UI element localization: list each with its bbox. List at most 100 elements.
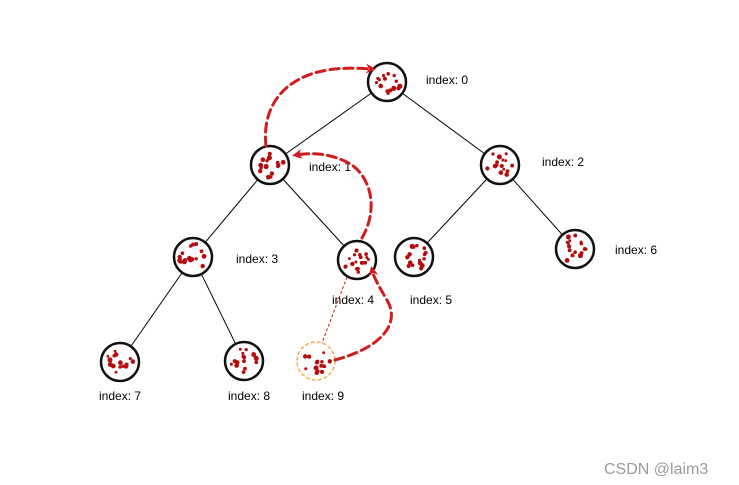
node-dot bbox=[182, 259, 187, 265]
node-dot bbox=[177, 254, 182, 260]
node-dot bbox=[124, 365, 128, 369]
node-dot bbox=[499, 163, 504, 169]
node-dot bbox=[243, 366, 247, 371]
node-outline bbox=[393, 236, 435, 278]
node-dot bbox=[350, 261, 355, 267]
node-dot bbox=[306, 354, 312, 359]
node-7 bbox=[99, 341, 141, 383]
node-dot bbox=[200, 263, 205, 269]
node-dot bbox=[354, 260, 358, 264]
node-dot bbox=[242, 355, 247, 360]
node-dot bbox=[359, 260, 364, 265]
node-dot bbox=[485, 166, 490, 171]
node-dot bbox=[254, 360, 259, 365]
node-2 bbox=[479, 144, 521, 186]
node-dot bbox=[417, 260, 423, 266]
node-dot bbox=[495, 160, 499, 164]
node-dot bbox=[319, 363, 324, 368]
node-dot bbox=[320, 359, 324, 364]
node-dot bbox=[265, 174, 271, 180]
node-dot bbox=[364, 252, 368, 256]
node-dot bbox=[241, 370, 246, 374]
node-5 bbox=[393, 236, 435, 278]
node-dot bbox=[322, 351, 326, 355]
node-label-1: index: 1 bbox=[309, 160, 351, 174]
node-dot bbox=[573, 250, 577, 255]
node-1 bbox=[249, 144, 291, 186]
dashed-parent-link bbox=[321, 276, 348, 344]
node-label-4: index: 4 bbox=[332, 293, 374, 307]
node-dot bbox=[567, 248, 572, 253]
node-dot bbox=[579, 242, 583, 246]
node-dot bbox=[128, 357, 132, 361]
node-dot bbox=[113, 349, 117, 353]
node-dot bbox=[343, 264, 348, 269]
sift-up-arrows bbox=[263, 63, 393, 362]
node-dot bbox=[407, 260, 413, 265]
edge-3-7 bbox=[130, 272, 183, 347]
node-dot bbox=[397, 86, 401, 91]
node-dot bbox=[107, 362, 113, 367]
node-outline bbox=[479, 144, 521, 186]
node-dot bbox=[354, 248, 359, 253]
node-dot bbox=[178, 259, 183, 264]
node-dot bbox=[565, 240, 569, 244]
node-dot bbox=[266, 155, 272, 161]
node-dot bbox=[315, 369, 320, 374]
node-8 bbox=[223, 340, 265, 382]
node-dot bbox=[378, 83, 384, 89]
node-dot bbox=[386, 91, 390, 95]
edge-0-2 bbox=[402, 92, 485, 155]
node-dot bbox=[304, 367, 308, 371]
node-dot bbox=[130, 359, 136, 364]
node-dot bbox=[579, 251, 584, 256]
node-dot bbox=[584, 247, 588, 251]
node-dot bbox=[565, 234, 571, 240]
arrow-9-to-4 bbox=[333, 266, 393, 362]
tree-nodes bbox=[99, 61, 596, 383]
node-dot bbox=[564, 258, 570, 263]
node-label-8: index: 8 bbox=[228, 389, 270, 403]
node-dot bbox=[407, 252, 412, 257]
node-dot bbox=[253, 355, 259, 361]
node-dot bbox=[242, 359, 246, 364]
node-dot bbox=[504, 152, 508, 156]
node-dot bbox=[267, 151, 272, 156]
node-dot bbox=[504, 172, 509, 177]
node-6 bbox=[554, 228, 596, 270]
node-dot bbox=[327, 359, 332, 364]
node-dot bbox=[194, 241, 199, 247]
node-dot bbox=[406, 263, 411, 269]
node-dot bbox=[258, 168, 263, 174]
node-dot bbox=[568, 239, 572, 243]
node-dot bbox=[411, 244, 416, 249]
node-dot bbox=[358, 255, 363, 260]
node-dot bbox=[382, 76, 387, 81]
node-label-6: index: 6 bbox=[615, 243, 657, 257]
node-dot bbox=[357, 267, 360, 271]
node-dot bbox=[374, 81, 379, 85]
node-dot bbox=[502, 167, 506, 171]
node-dot bbox=[201, 253, 207, 259]
node-dot bbox=[276, 163, 281, 168]
node-dot bbox=[347, 257, 351, 261]
node-dot bbox=[186, 255, 192, 261]
node-dot bbox=[510, 163, 515, 168]
node-outline bbox=[336, 239, 378, 281]
node-dot bbox=[121, 364, 126, 368]
edge-1-3 bbox=[204, 179, 259, 243]
node-dot bbox=[573, 233, 578, 238]
arrow-1-to-0 bbox=[263, 63, 376, 148]
node-dot bbox=[269, 171, 275, 176]
edge-0-1 bbox=[285, 92, 372, 155]
node-dot bbox=[117, 360, 123, 366]
node-dot bbox=[567, 244, 572, 249]
node-dot bbox=[263, 163, 269, 170]
node-dot bbox=[352, 253, 357, 257]
node-label-2: index: 2 bbox=[542, 155, 584, 169]
node-3 bbox=[172, 236, 214, 278]
node-dot bbox=[377, 78, 381, 82]
node-4 bbox=[336, 239, 378, 281]
node-dot bbox=[106, 354, 110, 358]
